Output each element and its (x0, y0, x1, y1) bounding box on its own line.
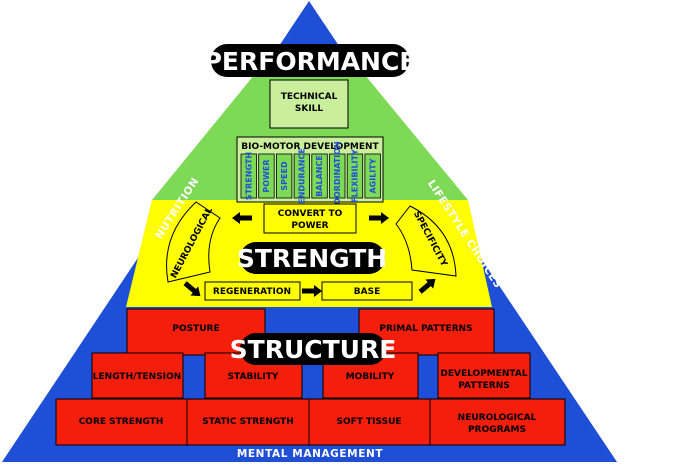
length-tension-label: LENGTH/TENSION (93, 372, 181, 382)
convert-line-1: CONVERT TO (278, 209, 343, 219)
bio-motor-quality-speed: SPEED (280, 161, 289, 191)
technical-skill-line-1: TECHNICAL (281, 92, 338, 102)
bio-motor-column (258, 153, 275, 199)
right-arrow (302, 285, 322, 297)
core-strength-block (55, 398, 188, 446)
neurological-programs-block (429, 398, 566, 446)
length-tension-block (91, 352, 184, 399)
bio-motor-quality-coordination: COORDINATION (333, 141, 342, 210)
strength-title: STRENGTH (237, 244, 387, 273)
regeneration-label: REGENERATION (213, 287, 291, 297)
soft-tissue-label: SOFT TISSUE (336, 417, 401, 427)
strength-pill (240, 242, 385, 274)
up-right-arrow (418, 278, 436, 294)
developmental-patterns-line-2: PATTERNS (458, 381, 510, 391)
stability-label: STABILITY (228, 372, 279, 382)
performance-title: PERFORMANCE (204, 47, 417, 76)
static-strength-block (186, 398, 310, 446)
core-strength-label: CORE STRENGTH (79, 417, 164, 427)
technical-skill-box (269, 79, 349, 129)
bio-motor-column (329, 153, 346, 199)
primal-patterns-label: PRIMAL PATTERNS (379, 324, 472, 334)
specificity-bracket (395, 205, 457, 277)
static-strength-label: STATIC STRENGTH (202, 417, 294, 427)
regeneration-box (204, 281, 301, 301)
down-right-arrow (183, 281, 201, 297)
bio-motor-quality-strength: STRENGTH (244, 152, 253, 200)
bio-motor-column (240, 153, 257, 199)
performance-pill (211, 44, 409, 77)
mental-management-label: MENTAL MANAGEMENT (237, 448, 384, 460)
bio-motor-quality-agility: AGILITY (368, 158, 377, 193)
mobility-label: MOBILITY (346, 372, 395, 382)
bio-motor-column (364, 153, 381, 199)
bio-motor-quality-flexibility: FLEXIBILITY (351, 149, 360, 203)
bio-motor-column (275, 153, 293, 199)
right-arrow (369, 212, 389, 224)
bio-motor-quality-balance: BALANCE (315, 155, 324, 197)
neurological-bracket (166, 201, 221, 283)
bio-motor-qualities: STRENGTH POWER SPEED ENDURANCE BALANCE COORDI… (240, 141, 381, 211)
convert-to-power-box (263, 203, 357, 234)
bio-motor-column (311, 153, 328, 199)
bio-motor-quality-power: POWER (262, 159, 271, 192)
developmental-patterns-line-1: DEVELOPMENTAL (440, 369, 527, 379)
posture-label: POSTURE (172, 324, 219, 334)
developmental-patterns-block (437, 352, 531, 399)
structure-title: STRUCTURE (230, 335, 397, 364)
bio-motor-column (346, 153, 364, 199)
neurological-programs-line-2: PROGRAMS (468, 425, 526, 435)
left-arrow (232, 212, 252, 224)
structure-pill (240, 333, 386, 365)
soft-tissue-block (308, 398, 431, 446)
bio-motor-column (293, 153, 311, 199)
neurological-programs-line-1: NEUROLOGICAL (458, 413, 537, 423)
convert-line-2: POWER (291, 221, 328, 231)
bio-motor-title: BIO-MOTOR DEVELOPMENT (241, 142, 379, 152)
bio-motor-quality-endurance: ENDURANCE (297, 148, 306, 204)
base-label: BASE (354, 287, 380, 297)
performance-tier (152, 58, 468, 200)
technical-skill-line-2: SKILL (295, 104, 324, 114)
